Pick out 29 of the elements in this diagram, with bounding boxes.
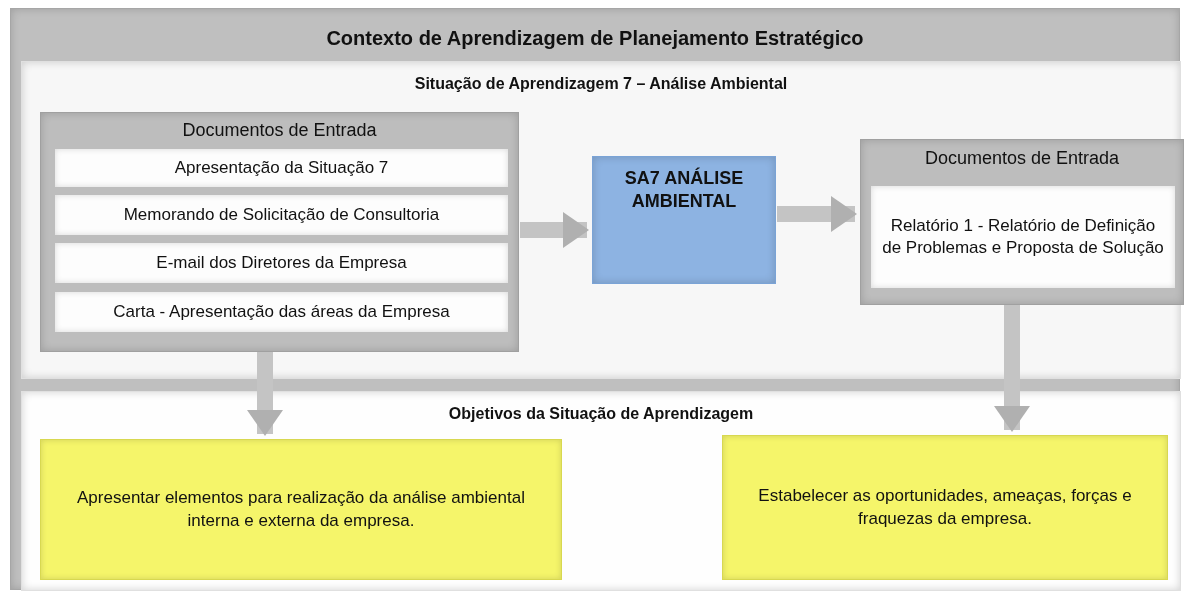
box-text: Relatório 1 - Relatório de Definição de Problemas e Proposta de Solução xyxy=(881,214,1165,259)
box-text: Apresentação da Situação 7 xyxy=(174,156,389,179)
document-box xyxy=(871,186,1175,288)
process-box xyxy=(592,156,776,284)
box-text: Estabelecer as oportunidades, ameaças, forças e fraquezas da empresa. xyxy=(757,485,1133,530)
heading: Objetivos da Situação de Aprendizagem xyxy=(447,404,755,424)
document-box xyxy=(55,243,508,283)
box-text: Apresentar elementos para realização da análise ambiental interna e externa da empresa. xyxy=(76,487,526,532)
document-group-box xyxy=(40,112,519,352)
output-group-box xyxy=(860,139,1184,305)
objective-box xyxy=(722,435,1168,580)
box-text: Carta - Apresentação das áreas da Empresa xyxy=(113,300,450,323)
heading: Situação de Aprendizagem 7 – Análise Ambiental xyxy=(413,74,789,94)
document-box xyxy=(55,195,508,235)
heading: Documentos de Entrada xyxy=(181,119,378,142)
box-text: SA7 ANÁLISE AMBIENTAL xyxy=(624,167,744,214)
document-box xyxy=(55,292,508,332)
box-text: E-mail dos Diretores da Empresa xyxy=(156,251,407,274)
arrow xyxy=(247,352,283,436)
box-text: Memorando de Solicitação de Consultoria xyxy=(123,203,440,226)
arrow xyxy=(777,196,857,232)
document-box xyxy=(55,149,508,187)
heading: Documentos de Entrada xyxy=(923,147,1121,170)
arrow xyxy=(994,305,1030,432)
heading: Contexto de Aprendizagem de Planejamento Estratégico xyxy=(325,26,865,51)
objective-box xyxy=(40,439,562,580)
arrow xyxy=(520,212,589,248)
section-panel xyxy=(21,61,1181,379)
objectives-panel xyxy=(21,391,1181,591)
